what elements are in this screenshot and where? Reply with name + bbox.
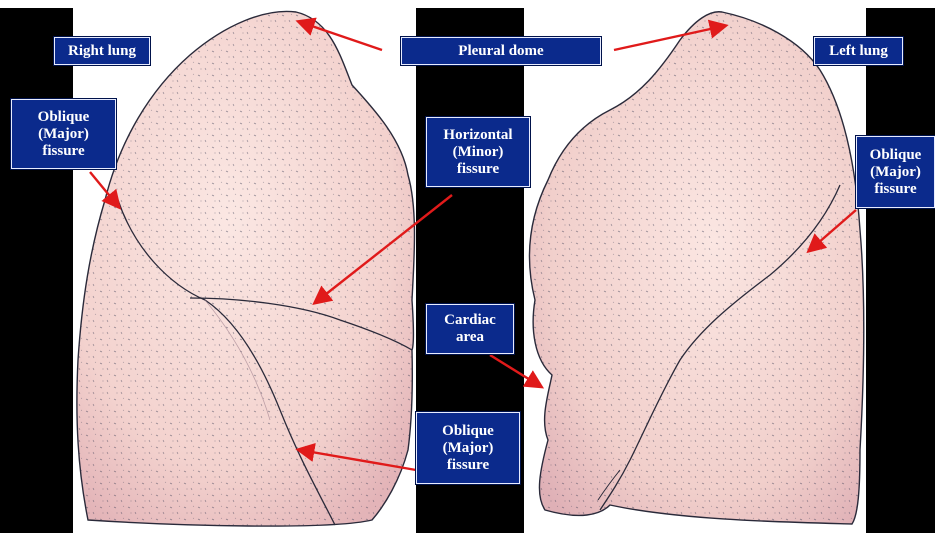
- right-black-panel: [866, 8, 935, 533]
- label-oblique-fissure-right-lung: Oblique (Major) fissure: [11, 99, 116, 169]
- label-left-lung: Left lung: [814, 37, 903, 65]
- left-lung-shape: [529, 12, 863, 524]
- left-black-panel: [0, 8, 73, 533]
- label-cardiac-area: Cardiac area: [426, 304, 514, 354]
- label-right-lung: Right lung: [54, 37, 150, 65]
- label-pleural-dome: Pleural dome: [401, 37, 601, 65]
- label-oblique-fissure-center: Oblique (Major) fissure: [416, 412, 520, 484]
- label-horizontal-fissure: Horizontal (Minor) fissure: [426, 117, 530, 187]
- right-lung-shape: [77, 11, 415, 526]
- label-oblique-fissure-left-lung: Oblique (Major) fissure: [856, 136, 935, 208]
